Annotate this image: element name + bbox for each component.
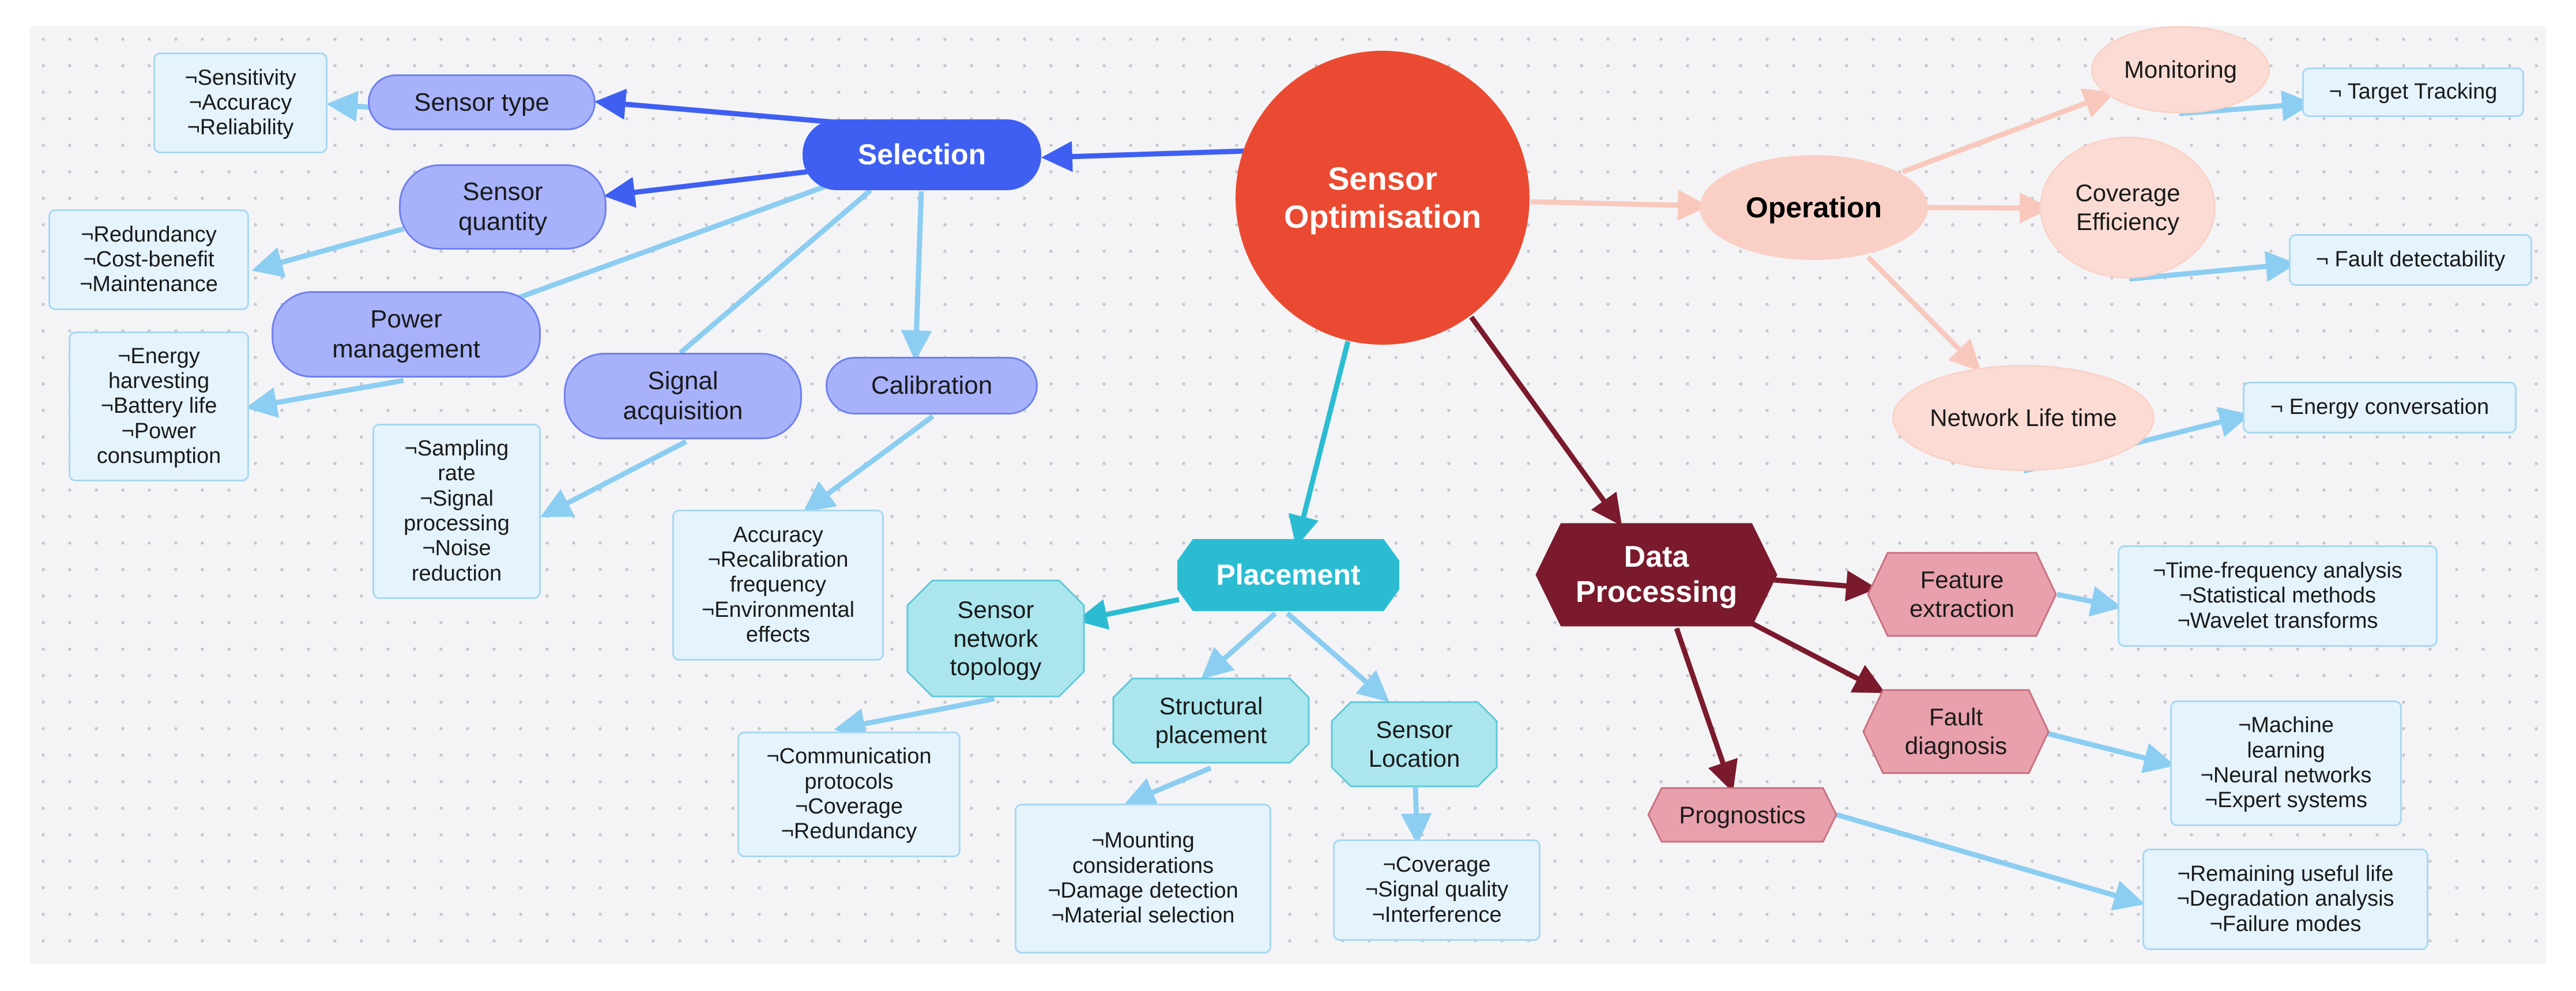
edge-power-leaf [246, 378, 404, 418]
edge-structural-leaf [1124, 765, 1212, 807]
edge-fault-leaf [2046, 730, 2175, 774]
edge-location-leaf [1400, 787, 1432, 845]
sensor-network-topology-node[interactable]: Sensor network topology [906, 579, 1085, 698]
placement-label: Placement [1216, 559, 1361, 591]
structural-placement-label: Structural placement [1155, 692, 1267, 748]
structural-placement-leaf: ¬Mounting considerations ¬Damage detecti… [1015, 804, 1271, 954]
edge-prognostics-leaf [1835, 812, 2145, 911]
fault-diagnosis-node[interactable]: Fault diagnosis [1862, 689, 2050, 774]
feature-extraction-label: Feature extraction [1909, 566, 2015, 622]
edge-central-placement [1288, 340, 1351, 547]
hexagon-shape [1862, 689, 2050, 774]
octagon-shape [1331, 701, 1498, 787]
signal-acquisition-leaf: ¬Sampling rate ¬Signal processing ¬Noise… [372, 424, 541, 599]
edge-selection-sensor-quantity [604, 169, 808, 208]
selection-label: Selection [857, 138, 986, 171]
operation-label: Operation [1745, 191, 1882, 224]
network-life-label: Network Life time [1930, 404, 2117, 432]
edge-central-data [1469, 315, 1622, 526]
hexagon-shape [1535, 523, 1777, 627]
operation-node[interactable]: Operation [1700, 155, 1928, 260]
sensor-quantity-leaf: ¬Redundancy ¬Cost-benefit ¬Maintenance [48, 209, 249, 310]
structural-placement-node[interactable]: Structural placement [1112, 677, 1310, 764]
monitoring-node[interactable]: Monitoring [2091, 26, 2270, 114]
edge-central-selection [1041, 141, 1246, 172]
edge-data-fault [1751, 621, 1885, 694]
sensor-quantity-label: Sensor quantity [458, 178, 548, 236]
sensor-network-topology-label: Sensor network topology [950, 596, 1042, 681]
signal-acquisition-label: Signal acquisition [623, 367, 743, 425]
calibration-label: Calibration [871, 371, 993, 400]
prognostics-leaf: ¬Remaining useful life ¬Degradation anal… [2142, 849, 2428, 950]
edge-data-prognostics [1674, 627, 1738, 793]
monitoring-leaf: ¬ Target Tracking [2302, 67, 2524, 117]
central-topic-node[interactable]: Sensor Optimisation [1236, 51, 1530, 345]
edge-placement-location [1286, 611, 1389, 702]
placement-node[interactable]: Placement [1177, 539, 1399, 611]
edge-selection-sensor-type [594, 88, 842, 126]
sensor-type-label: Sensor type [414, 88, 549, 116]
sensor-location-label: Sensor Location [1368, 716, 1460, 772]
prognostics-label: Prognostics [1679, 801, 1806, 828]
edge-placement-structural [1201, 611, 1277, 679]
edge-central-operation [1530, 189, 1709, 221]
edge-selection-calibration [901, 191, 932, 361]
feature-extraction-leaf: ¬Time-frequency analysis ¬Statistical me… [2118, 545, 2438, 647]
power-management-node[interactable]: Power management [272, 291, 541, 378]
sensor-type-node[interactable]: Sensor type [368, 74, 596, 130]
coverage-efficiency-node[interactable]: Coverage Efficiency [2040, 137, 2216, 278]
edge-data-feature [1773, 570, 1877, 602]
central-topic-label: Sensor Optimisation [1283, 160, 1482, 235]
selection-node[interactable]: Selection [803, 119, 1041, 190]
data-processing-label: Data Processing [1575, 540, 1738, 609]
calibration-node[interactable]: Calibration [826, 357, 1038, 415]
edge-topology-leaf [834, 696, 995, 740]
hexagon-shape [1647, 787, 1837, 843]
sensor-location-node[interactable]: Sensor Location [1331, 701, 1498, 787]
octagon-shape [1112, 677, 1310, 764]
edge-selection-signal [679, 188, 872, 355]
coverage-efficiency-label: Coverage Efficiency [2075, 179, 2180, 235]
sensor-location-leaf: ¬Coverage ¬Signal quality ¬Interference [1333, 839, 1541, 941]
network-life-node[interactable]: Network Life time [1892, 365, 2155, 471]
prognostics-node[interactable]: Prognostics [1647, 787, 1837, 843]
feature-extraction-node[interactable]: Feature extraction [1867, 552, 2057, 637]
edge-selection-power [518, 184, 826, 300]
edge-calibration-leaf [803, 414, 935, 513]
sensor-quantity-node[interactable]: Sensor quantity [399, 164, 607, 250]
fault-diagnosis-leaf: ¬Machine learning ¬Neural networks ¬Expe… [2170, 700, 2402, 826]
coverage-efficiency-leaf: ¬ Fault detectability [2289, 234, 2532, 286]
edge-operation-network [1866, 255, 1982, 372]
edge-feature-leaf [2057, 586, 2122, 617]
octagon-shape [906, 579, 1085, 698]
edge-signal-leaf [540, 439, 688, 518]
hexagon-shape [1867, 552, 2057, 637]
fault-diagnosis-label: Fault diagnosis [1904, 703, 2008, 759]
network-life-leaf: ¬ Energy conversation [2243, 382, 2517, 434]
edge-placement-topology [1076, 597, 1180, 630]
calibration-leaf: Accuracy ¬Recalibration frequency ¬Envir… [672, 510, 884, 661]
monitoring-label: Monitoring [2123, 56, 2238, 84]
data-processing-node[interactable]: Data Processing [1535, 523, 1777, 627]
power-management-label: Power management [332, 305, 480, 363]
edge-sensor-type-leaf [326, 91, 370, 122]
sensor-type-leaf: ¬Sensitivity ¬Accuracy ¬Reliability [153, 52, 327, 153]
power-management-leaf: ¬Energy harvesting ¬Battery life ¬Power … [69, 331, 249, 481]
edge-coverage-leaf [2129, 251, 2297, 282]
edge-operation-monitoring [1901, 88, 2115, 175]
signal-acquisition-node[interactable]: Signal acquisition [564, 353, 802, 439]
sensor-network-topology-leaf: ¬Communication protocols ¬Coverage ¬Redu… [737, 732, 961, 857]
edge-sensor-quantity-leaf [251, 226, 405, 278]
